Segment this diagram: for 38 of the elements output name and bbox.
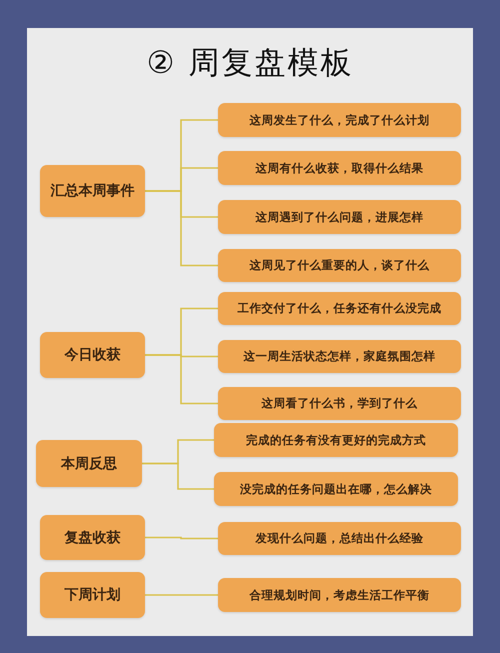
item-box bbox=[218, 578, 461, 612]
item-text: 合理规划时间，考虑生活工作平衡 bbox=[248, 588, 430, 602]
title: ② 周复盘模板 bbox=[146, 44, 354, 83]
category-text: 复盘收获 bbox=[64, 528, 120, 546]
item-box bbox=[218, 151, 461, 185]
connector-line bbox=[145, 536, 218, 540]
category-text: 汇总本周事件 bbox=[50, 182, 134, 200]
item-box bbox=[218, 200, 461, 234]
item-text: 这周遇到了什么问题，进展怎样 bbox=[254, 210, 424, 224]
connector-line bbox=[145, 190, 218, 266]
item-box bbox=[218, 387, 461, 420]
item-text: 这一周生活状态怎样，家庭氛围怎样 bbox=[242, 349, 436, 364]
item-text: 这周有什么收获，取得什么结果 bbox=[254, 160, 424, 176]
category-text: 今日收获 bbox=[64, 346, 120, 364]
item-box bbox=[218, 292, 461, 325]
item-text: 这周看了什么书，学到了什么 bbox=[260, 396, 418, 411]
item-text: 没完成的任务问题出在哪，怎么解决 bbox=[239, 482, 433, 496]
connector-line bbox=[145, 354, 218, 404]
category-box bbox=[40, 515, 145, 560]
category-box bbox=[40, 165, 145, 217]
item-text: 这周发生了什么，完成了什么计划 bbox=[248, 112, 430, 128]
item-text: 工作交付了什么，任务还有什么没完成 bbox=[236, 301, 442, 316]
item-box bbox=[218, 340, 461, 373]
item-text: 发现什么问题，总结出什么经验 bbox=[254, 531, 424, 546]
item-box bbox=[218, 103, 461, 137]
item-text: 完成的任务有没有更好的完成方式 bbox=[245, 432, 427, 448]
item-box bbox=[214, 423, 458, 457]
item-box bbox=[218, 522, 461, 555]
category-box bbox=[40, 332, 145, 378]
category-text: 本周反思 bbox=[61, 454, 117, 472]
category-text: 下周计划 bbox=[64, 586, 120, 604]
connector-line bbox=[142, 462, 214, 490]
item-text: 这周见了什么重要的人，谈了什么 bbox=[248, 258, 430, 273]
connector-line bbox=[145, 594, 218, 596]
category-box bbox=[36, 440, 142, 487]
item-box bbox=[214, 472, 458, 506]
category-box bbox=[40, 572, 145, 618]
item-box bbox=[218, 249, 461, 282]
